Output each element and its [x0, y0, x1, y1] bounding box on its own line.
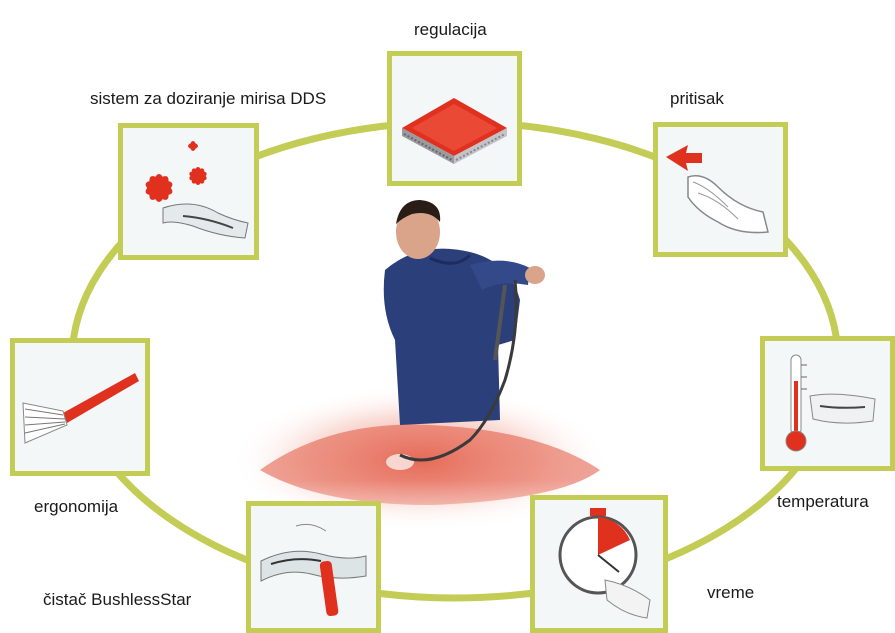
stopwatch-icon — [535, 500, 663, 628]
node-cistac — [246, 501, 381, 633]
hand-pressure-icon — [658, 127, 783, 252]
thermometer-icon — [765, 341, 890, 466]
label-temperatura: temperatura — [777, 492, 869, 512]
label-ergonomija: ergonomija — [34, 497, 118, 517]
heating-plate-icon — [392, 56, 517, 181]
fragrance-flower-icon — [123, 128, 254, 255]
node-pritisak — [653, 122, 788, 257]
node-dds — [118, 123, 259, 260]
node-temperatura — [760, 336, 895, 471]
label-pritisak: pritisak — [670, 89, 724, 109]
wand-nozzle-icon — [15, 343, 145, 471]
node-vreme — [530, 495, 668, 633]
label-vreme: vreme — [707, 583, 754, 603]
node-regulacija — [387, 51, 522, 186]
cleaning-brush-icon — [251, 506, 376, 628]
label-dds: sistem za doziranje mirisa DDS — [90, 89, 326, 109]
node-ergonomija — [10, 338, 150, 476]
label-cistac: čistač BushlessStar — [43, 590, 191, 610]
label-regulacija: regulacija — [414, 20, 487, 40]
